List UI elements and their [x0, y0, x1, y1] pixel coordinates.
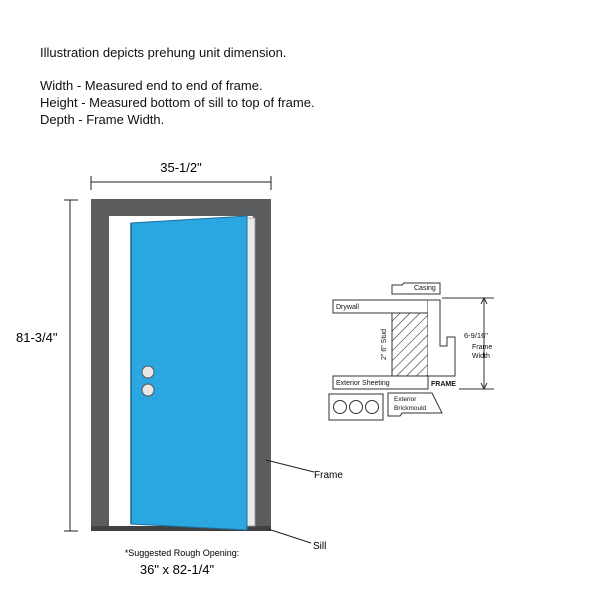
width-label: 35-1/2"	[160, 160, 202, 175]
depth-label-line1: Frame	[472, 344, 492, 351]
depth-label-line2: Width	[472, 353, 490, 360]
door-knob-icon	[141, 365, 155, 379]
frame-label: Frame	[314, 470, 343, 481]
intro-text: Illustration depicts prehung unit dimens…	[40, 45, 287, 60]
stud: 2" 6" Stud	[381, 312, 429, 377]
casing: Casing	[391, 282, 441, 295]
brickmould-label-line1: Exterior	[394, 396, 417, 403]
drywall: Drywall	[332, 299, 429, 314]
drywall-label: Drywall	[336, 304, 359, 311]
width-definition: Width - Measured end to end of frame.	[40, 78, 263, 93]
height-label: 81-3/4"	[16, 330, 58, 345]
sill	[91, 526, 271, 531]
stud-label: 2" 6" Stud	[381, 329, 388, 360]
frame-cross-section: Casing Drywall 2" 6" Stud FRAME Exterior…	[328, 282, 494, 421]
dimension-notes: Illustration depicts prehung unit dimens…	[40, 44, 315, 128]
height-dimension: 81-3/4"	[16, 199, 78, 532]
depth-definition: Depth - Frame Width.	[40, 112, 165, 127]
frame-callout: Frame	[265, 459, 343, 481]
frame-depth-dimension: 6-9/16" Frame Width	[442, 296, 494, 391]
door-slab	[130, 215, 248, 531]
frame-section-label: FRAME	[431, 381, 456, 388]
sill-callout: Sill	[267, 528, 326, 552]
casing-label: Casing	[414, 285, 436, 292]
deadbolt-icon	[141, 383, 155, 397]
exterior-sheeting: Exterior Sheeting	[332, 375, 429, 390]
rough-opening-note: *Suggested Rough Opening:	[125, 548, 240, 558]
brickmould-label-line2: Brickmould	[394, 405, 427, 412]
rough-opening-value: 36" x 82-1/4"	[140, 562, 215, 577]
exterior-sheeting-label: Exterior Sheeting	[336, 380, 390, 387]
sill-label: Sill	[313, 541, 326, 552]
depth-value: 6-9/16"	[464, 331, 488, 340]
width-dimension: 35-1/2"	[90, 160, 272, 190]
brick-row	[328, 393, 384, 421]
frame-jamb: FRAME	[428, 299, 456, 388]
exterior-brickmould: Exterior Brickmould	[387, 392, 443, 417]
height-definition: Height - Measured bottom of sill to top …	[40, 95, 315, 110]
